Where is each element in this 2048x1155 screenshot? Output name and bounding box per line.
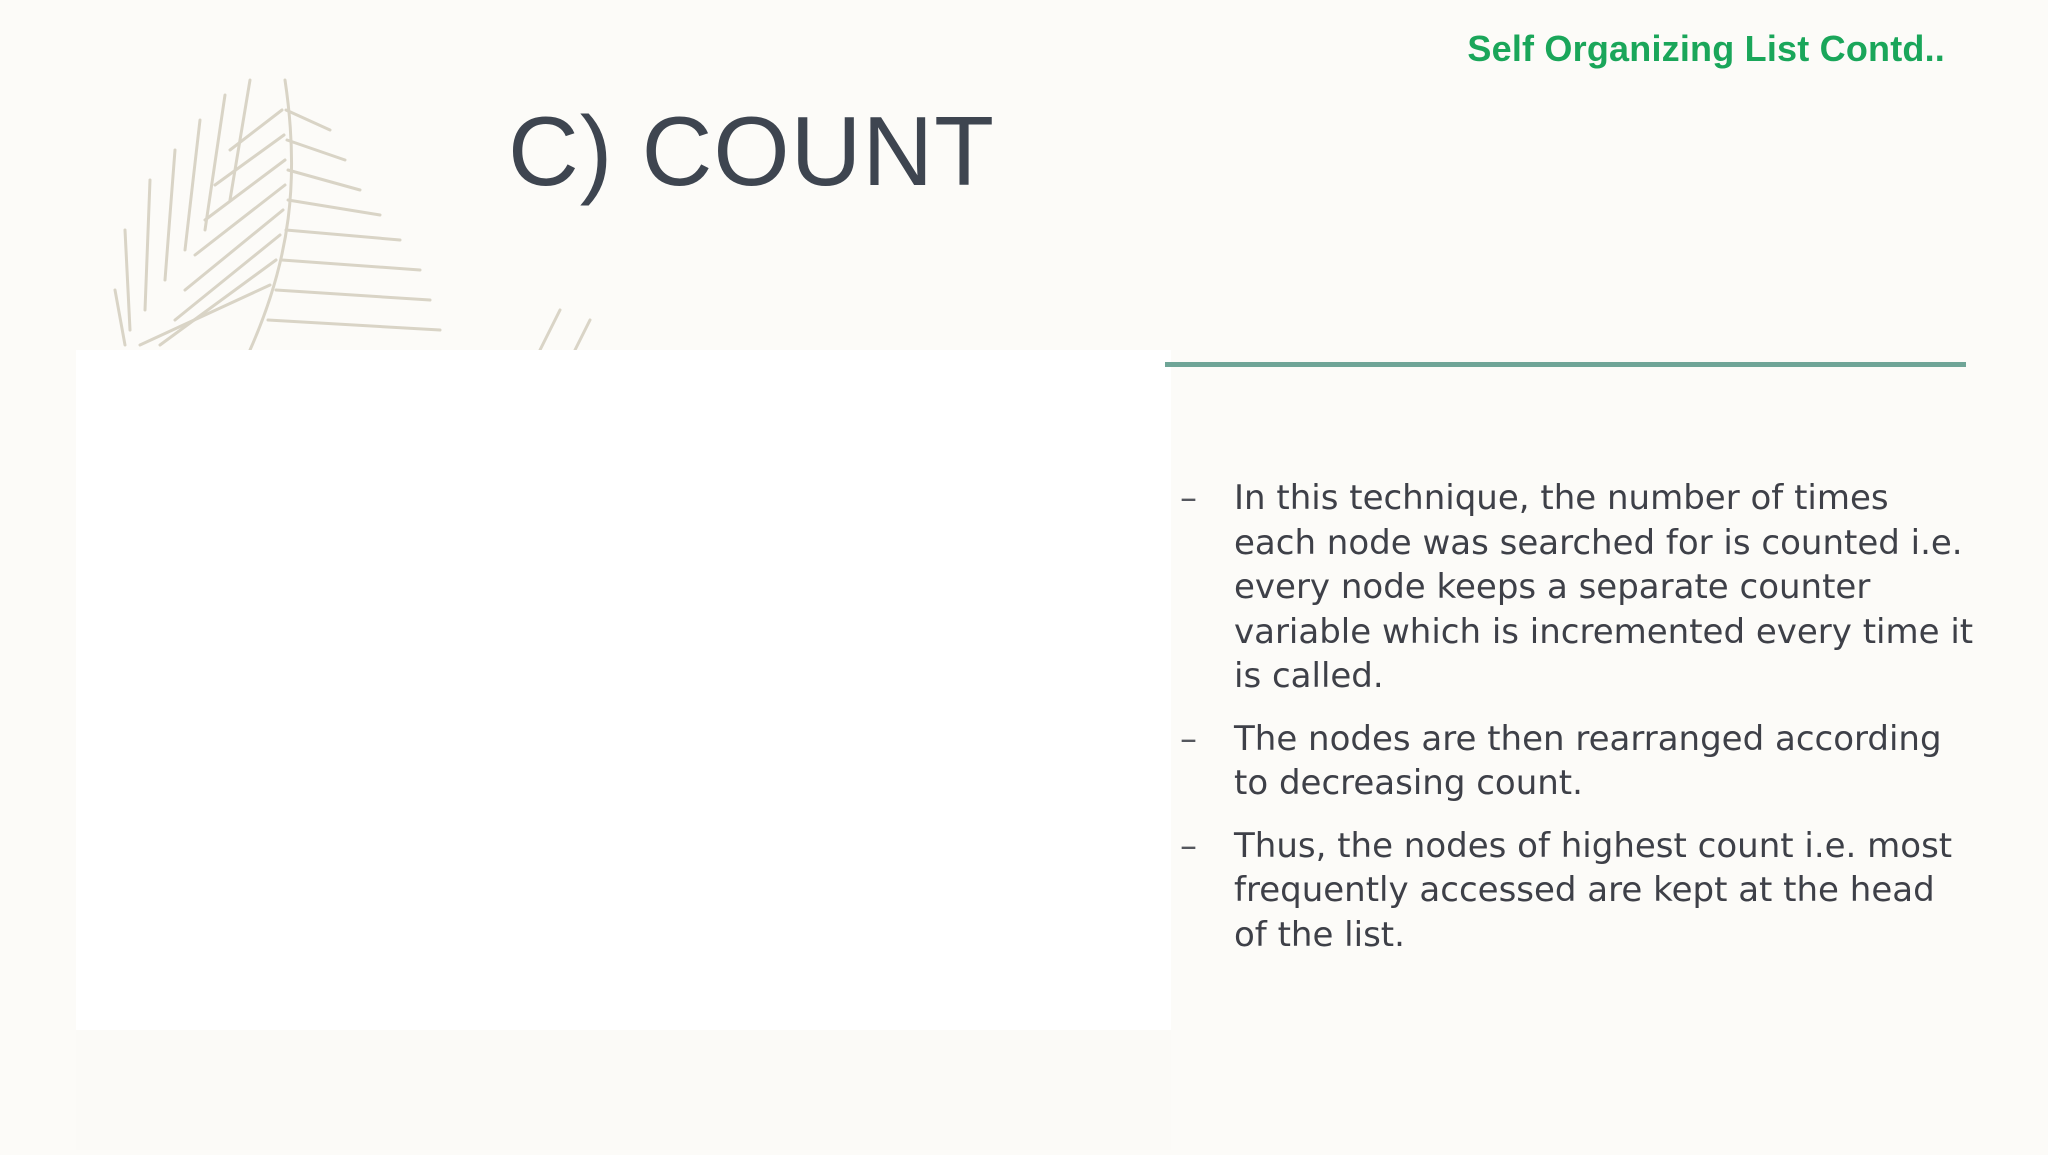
bullet-text: Thus, the nodes of highest count i.e. mo… (1234, 825, 1953, 955)
bullet-item: – In this technique, the number of times… (1176, 476, 1976, 699)
bullet-item: – Thus, the nodes of highest count i.e. … (1176, 824, 1976, 958)
count-diagram-figure: 1(100)2(98)3(76)4(45)5(44)6(19)1(100)2(9… (76, 349, 1171, 1150)
header-title: Self Organizing List Contd.. (1467, 28, 1945, 69)
dash-marker: – (1180, 825, 1197, 866)
bullet-list: – In this technique, the number of times… (1176, 476, 1976, 975)
bullet-text: In this technique, the number of times e… (1234, 478, 1974, 696)
divider-rule (1165, 362, 1966, 367)
dash-marker: – (1180, 478, 1197, 518)
bullet-text: The nodes are then rearranged according … (1234, 718, 1942, 804)
slide-title: C) COUNT (508, 96, 996, 206)
dash-marker: – (1180, 718, 1197, 759)
bullet-item: – The nodes are then rearranged accordin… (1176, 717, 1976, 806)
palm-leaf-decoration (113, 78, 592, 1102)
